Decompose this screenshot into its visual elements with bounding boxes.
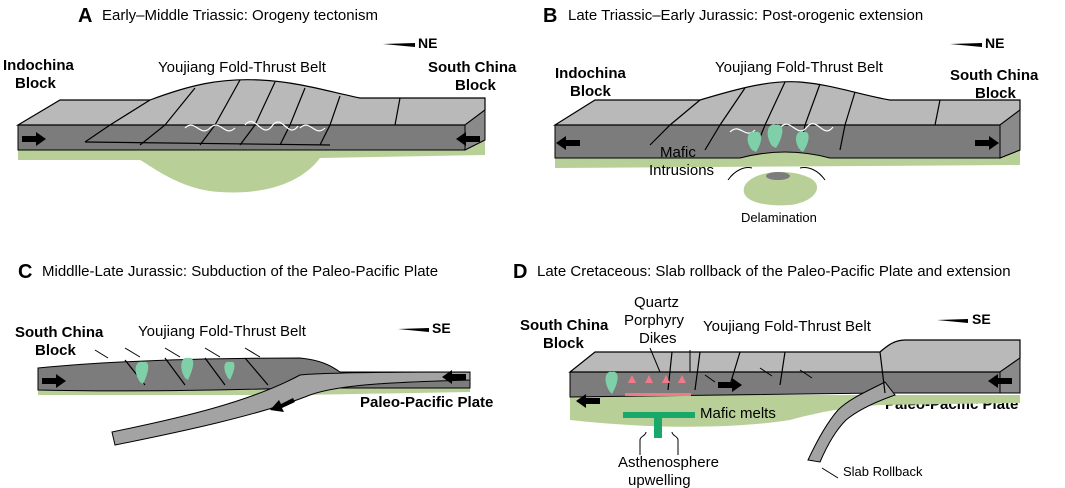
panel-b-direction: NE bbox=[985, 35, 1004, 51]
panel-a: A Early–Middle Triassic: Orogeny tectoni… bbox=[3, 5, 517, 193]
panel-b-delaminated-block bbox=[743, 171, 818, 206]
panel-d-right-arrow bbox=[988, 374, 1012, 388]
panel-b-intrusion-2 bbox=[767, 124, 783, 148]
panel-c-slab-arrow bbox=[270, 398, 295, 412]
panel-c-slab bbox=[111, 371, 471, 446]
panel-b-mafic-1: Mafic bbox=[660, 144, 696, 161]
panel-c-intrusion-3 bbox=[224, 361, 235, 380]
panel-b-delamination: Delamination bbox=[741, 210, 817, 225]
panel-a-folds bbox=[184, 121, 326, 132]
panel-b-left-arrow bbox=[556, 136, 580, 150]
panel-b-curl-left bbox=[727, 167, 753, 181]
panel-b-curl-right bbox=[799, 167, 826, 181]
panel-d-rollback-line bbox=[821, 467, 839, 479]
panel-a-right-block-1: South China bbox=[428, 59, 517, 76]
panel-b-folds bbox=[729, 123, 834, 134]
panel-b-left-block-2: Block bbox=[570, 83, 612, 100]
panel-c-intrusion-2 bbox=[181, 357, 194, 380]
panel-b: B Late Triassic–Early Jurassic: Post-oro… bbox=[543, 5, 1039, 225]
panel-b-right-arrow bbox=[975, 136, 999, 150]
panel-d-intrusion bbox=[605, 371, 618, 394]
panel-b-right-block-1: South China bbox=[950, 67, 1039, 84]
panel-d-dikes bbox=[625, 347, 691, 396]
panel-d-upwelling-right bbox=[671, 431, 679, 455]
panel-c-intrusion-1 bbox=[135, 361, 149, 384]
panel-c-faults bbox=[124, 357, 269, 386]
panel-d-mid-arrow bbox=[718, 378, 742, 392]
panel-a-left-arrow bbox=[22, 132, 46, 146]
panel-d-left-arrow bbox=[576, 394, 600, 408]
panel-d-upwelling-1: Asthenosphere bbox=[618, 454, 719, 471]
panel-d-right-side bbox=[999, 357, 1021, 394]
panel-c-direction: SE bbox=[432, 320, 451, 336]
panel-c-direction-arrow bbox=[398, 328, 429, 332]
panel-c-left-block-1: South China bbox=[15, 324, 104, 341]
panel-b-top-surface bbox=[552, 81, 1021, 126]
panel-c-left-block-2: Block bbox=[35, 342, 77, 359]
panel-b-delaminated-crust bbox=[766, 172, 790, 180]
panel-a-mantle bbox=[18, 140, 485, 193]
panel-d-direction: SE bbox=[972, 311, 991, 327]
panel-d-title: Late Cretaceous: Slab rollback of the Pa… bbox=[537, 263, 1011, 280]
panel-d-upwelling-2: upwelling bbox=[628, 472, 691, 488]
panel-d-slab bbox=[807, 381, 896, 463]
panel-d-ticks bbox=[704, 367, 813, 383]
panel-a-faults bbox=[84, 79, 401, 146]
panel-b-right-side bbox=[999, 109, 1021, 159]
panel-d-top-surface bbox=[568, 339, 1021, 373]
panel-c: C Middlle-Late Jurassic: Subduction of t… bbox=[15, 261, 493, 446]
panel-a-direction-arrow bbox=[383, 43, 415, 47]
panel-d-dikes-3: Dikes bbox=[639, 330, 677, 347]
panel-d-letter: D bbox=[513, 261, 527, 283]
panel-d: D Late Cretaceous: Slab rollback of the … bbox=[513, 261, 1021, 488]
panel-b-mafic-2: Intrusions bbox=[649, 162, 714, 179]
panel-c-ticks bbox=[94, 347, 261, 359]
panel-d-mafic-melts-label: Mafic melts bbox=[700, 405, 776, 422]
panel-c-letter: C bbox=[18, 261, 32, 283]
panel-d-faults bbox=[667, 351, 886, 394]
panel-b-left-block-1: Indochina bbox=[555, 65, 626, 82]
panel-a-right-block-2: Block bbox=[455, 77, 497, 94]
panel-b-right-block-2: Block bbox=[975, 85, 1017, 102]
panel-c-plate-label: Paleo-Pacific Plate bbox=[360, 394, 493, 411]
panel-b-intrusion-3 bbox=[796, 131, 809, 152]
panel-d-dikes-1: Quartz bbox=[634, 294, 679, 311]
panel-a-top-surface bbox=[15, 79, 486, 126]
panel-b-belt-label: Youjiang Fold-Thrust Belt bbox=[715, 59, 884, 76]
panel-d-belt-label: Youjiang Fold-Thrust Belt bbox=[703, 318, 872, 335]
panel-d-mantle bbox=[570, 395, 1020, 427]
panel-a-left-block-2: Block bbox=[15, 75, 57, 92]
panel-c-left-arrow bbox=[42, 374, 66, 388]
panel-b-direction-arrow bbox=[950, 43, 982, 47]
panel-d-left-block-1: South China bbox=[520, 317, 609, 334]
panel-b-letter: B bbox=[543, 5, 557, 27]
panel-d-upwelling-left bbox=[639, 431, 647, 455]
panel-c-title: Middlle-Late Jurassic: Subduction of the… bbox=[42, 263, 438, 280]
panel-a-belt-label: Youjiang Fold-Thrust Belt bbox=[158, 59, 327, 76]
panel-d-left-block-2: Block bbox=[543, 335, 585, 352]
panel-d-dikes-2: Porphyry bbox=[624, 312, 685, 329]
panel-a-left-block-1: Indochina bbox=[3, 57, 74, 74]
panel-a-right-arrow bbox=[456, 132, 480, 146]
panel-c-belt-label: Youjiang Fold-Thrust Belt bbox=[138, 323, 307, 340]
panel-a-letter: A bbox=[78, 5, 92, 27]
panel-d-rollback-label: Slab Rollback bbox=[843, 464, 923, 479]
panel-b-title: Late Triassic–Early Jurassic: Post-oroge… bbox=[568, 7, 923, 24]
panel-a-title: Early–Middle Triassic: Orogeny tectonism bbox=[102, 7, 378, 24]
panel-b-intrusion-1 bbox=[747, 131, 762, 152]
panel-d-mafic-melts bbox=[623, 412, 695, 438]
panel-d-direction-arrow bbox=[937, 319, 968, 323]
panel-a-direction: NE bbox=[418, 35, 437, 51]
panel-c-right-arrow bbox=[442, 370, 466, 384]
